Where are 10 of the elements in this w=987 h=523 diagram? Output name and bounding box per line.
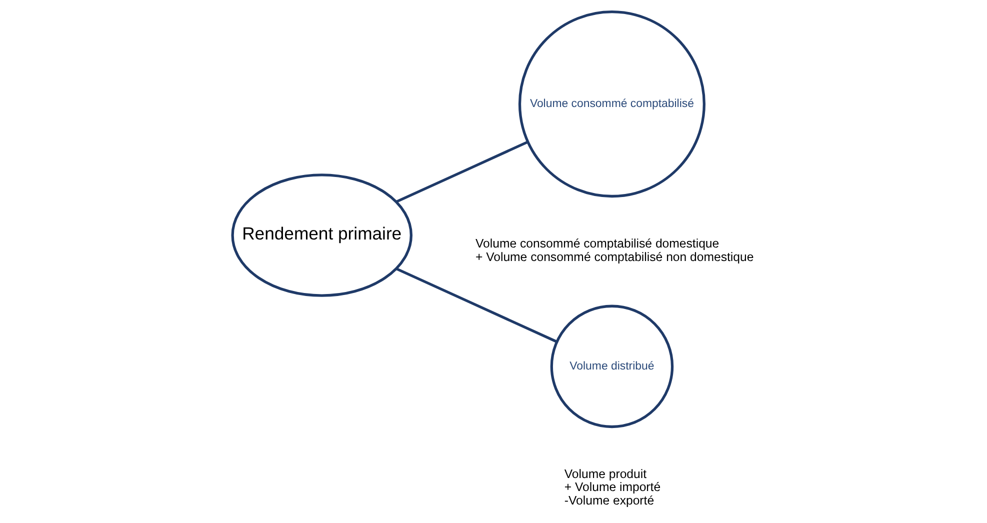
node-circle: Volume consommé comptabilisé bbox=[518, 10, 705, 198]
node-circle: Volume distribué bbox=[550, 304, 674, 428]
node-label: -Volume exporté bbox=[564, 493, 654, 508]
connector bbox=[395, 267, 557, 343]
node-label: + Volume importé bbox=[564, 480, 660, 494]
node-label: + Volume consommé comptabilisé non domestique bbox=[474, 250, 754, 264]
node-ellipse: Rendement primaire bbox=[230, 174, 412, 297]
node-label: Volume consommé comptabilisé domestique bbox=[474, 236, 719, 251]
node-label: Volume produit bbox=[564, 467, 646, 481]
connector bbox=[395, 140, 528, 203]
